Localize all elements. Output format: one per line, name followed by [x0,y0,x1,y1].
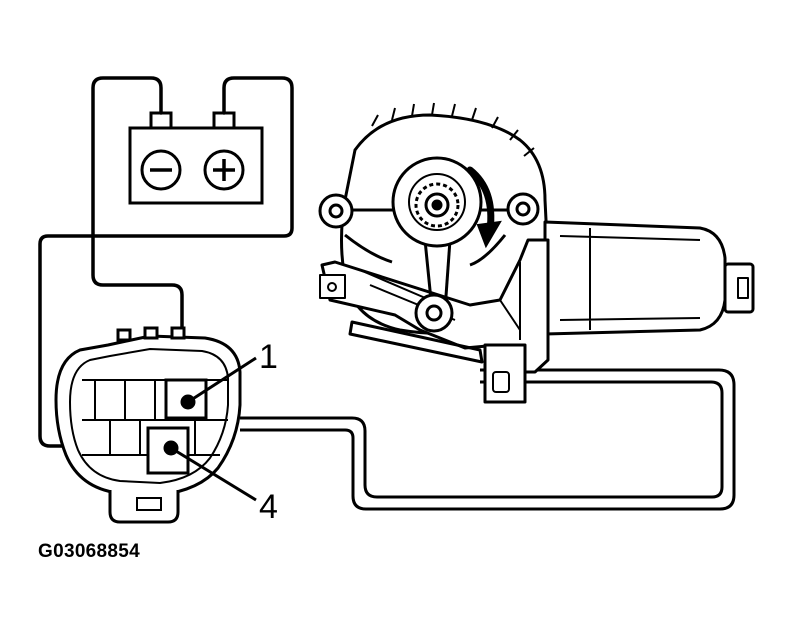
figure-id: G03068854 [38,541,141,562]
battery-terminal-negative [149,111,173,130]
callout-leaders [170,356,257,502]
positive-lead-wire [38,76,294,448]
callout-terminal-4: 4 [259,488,278,526]
rotation-arrow-icon [466,166,502,249]
battery [128,111,264,205]
battery-terminal-positive [212,111,236,130]
motor-connector [54,326,242,524]
connector-latch [108,490,180,524]
test-leads [38,76,294,448]
negative-lead-wire [91,76,184,395]
wire-harness [240,368,736,511]
callout-terminal-1: 1 [259,338,278,376]
wiper-motor [318,102,755,404]
